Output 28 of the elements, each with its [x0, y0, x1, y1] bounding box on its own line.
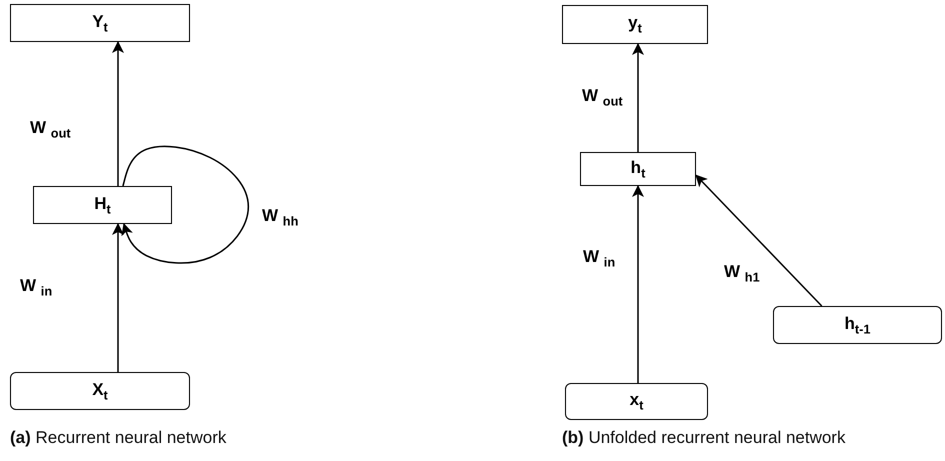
layer-box — [33, 186, 172, 224]
layer-box — [10, 4, 190, 42]
node-label: X$_{t}$ — [92, 380, 108, 402]
edge-label: W $_{in}$ — [20, 276, 52, 298]
node-label: h$_{t-1}$ — [844, 314, 870, 336]
arrow — [112, 41, 124, 186]
caption: (b) Unfolded recurrent neural network — [562, 428, 846, 448]
node-label: x$_{t}$ — [630, 390, 644, 413]
layer-box — [580, 152, 696, 186]
edge-label: W $_{out}$ — [30, 118, 71, 140]
layer-box — [565, 383, 708, 420]
layer-box — [10, 372, 190, 410]
node-label: Y$_{t}$ — [92, 12, 108, 34]
layer-box — [773, 306, 942, 344]
edge-label: W $_{in}$ — [583, 247, 616, 270]
node-label: y$_{t}$ — [628, 13, 642, 36]
node-label: h$_{t}$ — [630, 158, 646, 180]
edge-label: W $_{hh}$ — [262, 206, 298, 228]
caption: (a) Recurrent neural network — [10, 428, 226, 448]
layer-box — [562, 5, 708, 44]
edge-label: W $_{h1}$ — [724, 262, 760, 284]
arrow — [632, 185, 644, 383]
edge-label: W $_{out}$ — [582, 86, 623, 108]
self-loop-arrow — [121, 146, 250, 264]
arrow — [632, 43, 644, 152]
arrow — [695, 174, 822, 307]
node-label: H$_{t}$ — [94, 194, 111, 216]
arrow — [112, 223, 124, 372]
